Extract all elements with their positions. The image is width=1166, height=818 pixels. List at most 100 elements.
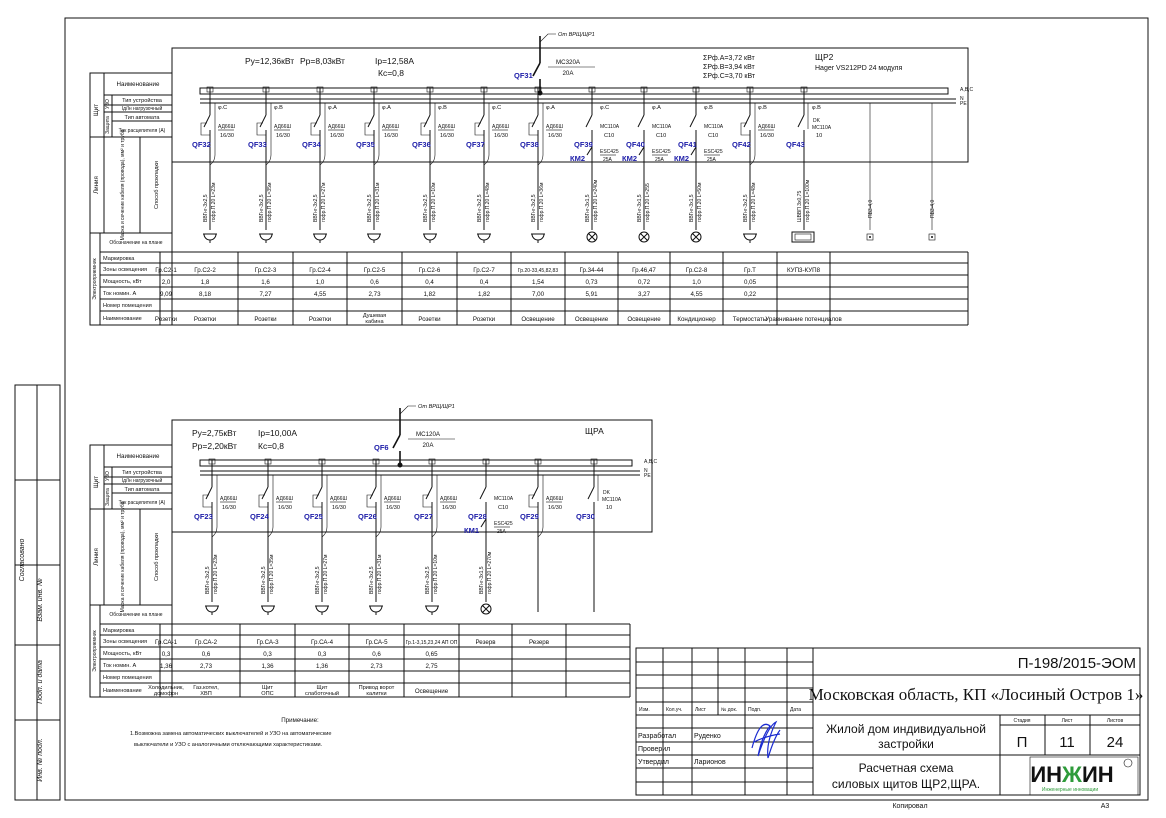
phase-b-sum: ΣРф.В=3,94 кВт [703, 64, 756, 71]
breaker-contact-icon [531, 486, 539, 500]
breaker-id: QF23 [194, 512, 213, 521]
breaker-id: QF40 [626, 140, 645, 149]
power-cell-shra: 0,65 [425, 651, 438, 658]
current-cell-shra: 2,73 [200, 663, 213, 670]
breaker-rating: 16/30 [548, 133, 562, 139]
breaker-rating: 16/30 [442, 505, 456, 511]
current-cell-shr2: 1,82 [478, 291, 491, 298]
paper-format: А3 [1101, 803, 1110, 810]
contactor-id: КМ1 [464, 526, 479, 535]
breaker-id: QF37 [466, 140, 485, 149]
receiver-name-cell: калитки [366, 691, 386, 697]
phase-label: φ.С [492, 105, 501, 111]
phase-label: φ.А [328, 105, 337, 111]
receiver-name-cell: Щит [262, 685, 273, 691]
main-breaker-rating: 20А [562, 70, 574, 77]
cable-label: ВВГнг-3х2,5 [313, 194, 319, 222]
power-cell-shr2: 0,4 [480, 279, 489, 286]
main-breaker-rating: 20А [422, 442, 434, 449]
cable-label: ВВГнг-3х2,5 [261, 566, 267, 594]
power-cell-shra: 0,6 [202, 651, 211, 658]
breaker-rating: 16/30 [332, 505, 346, 511]
receiver-name-cell: Розетки [155, 316, 178, 323]
phase-label: φ.В [812, 105, 821, 111]
receiver-name-cell: Душевая [363, 313, 386, 319]
lbl-plan-mark: Обозначение на плане [109, 240, 162, 246]
breaker-model: АД66Ш [218, 124, 235, 130]
bus-tap [800, 86, 808, 93]
breaker-model: АД66Ш [276, 496, 293, 502]
breaker-rating: 16/30 [386, 505, 400, 511]
power-cell-shr2: 2,0 [162, 279, 171, 286]
lbl-rated-current: Iд/Iн нагрузочный [122, 477, 163, 484]
zone-cell-shr2: Гр.С2-6 [419, 267, 441, 274]
tb-role: Утвердил [638, 759, 669, 766]
lbl-plan-mark: Обозначение на плане [109, 612, 162, 618]
breaker-contact-icon [743, 114, 751, 128]
current-calculated: Iр=10,00А [258, 428, 297, 438]
receiver-name-cell: кабина [365, 319, 384, 325]
breaker-contact-icon [367, 114, 375, 128]
panel-name: ЩР2 [815, 52, 834, 62]
breaker-contact-icon [637, 114, 645, 128]
zone-cell-shr2: Гр.С2-8 [686, 267, 708, 274]
feed-source-label: От ВРЩ/ЩР1 [558, 32, 595, 38]
rcd-trip-icon [202, 494, 212, 508]
receiver-name-cell: домофон [154, 691, 178, 697]
breaker-contact-icon [259, 114, 267, 128]
contactor-model: ESC425 [704, 149, 723, 155]
bus-tap [746, 86, 754, 93]
zone-cell-shr2: Гр.46,47 [632, 267, 656, 274]
receiver-name-cell: Розетки [418, 316, 441, 323]
receiver-name-cell: Розетки [473, 316, 496, 323]
group-protection: Защита [105, 488, 111, 506]
breaker-prefix: DK [813, 118, 821, 124]
lbl-name: Наименование [117, 453, 160, 460]
object-name-1: Жилой дом индивидуальной [826, 722, 986, 736]
receiver-name-cell: Холодильник, [148, 685, 184, 691]
tbl-label-power: Мощность, кВт [103, 651, 142, 657]
lamp-icon [690, 231, 702, 243]
current-cell-shr2: 5,91 [585, 291, 598, 298]
cable-label: ШВВП 3х0,75 [797, 191, 803, 222]
tb-col-header: Дата [790, 707, 801, 713]
lbl-trip-current: Ток расцепителя (А) [119, 128, 166, 134]
breaker-contact-icon [585, 114, 593, 128]
rcd-trip-icon [528, 122, 538, 136]
power-cell-shra: 0,6 [372, 651, 381, 658]
receiver-name-cell: Освещение [575, 316, 609, 323]
breaker-model: МС110А [704, 124, 724, 130]
breaker-model: МС110А [602, 497, 622, 503]
bus-label-n: N [644, 468, 648, 474]
company-logo-subtitle: Инженерные инновации [1042, 787, 1098, 793]
current-cell-shr2: 8,18 [199, 291, 212, 298]
zone-cell-shr2: КУП3-КУП8 [787, 267, 821, 274]
contactor-id: КМ2 [570, 154, 585, 163]
power-cell-shra: 0,3 [263, 651, 272, 658]
pe-dot-icon [931, 236, 933, 238]
socket-icon [259, 233, 273, 243]
breaker-model: АД66Ш [220, 496, 237, 502]
cable-route-label: гофр.П.20 L=23м [213, 554, 219, 594]
bus-tap [534, 458, 542, 465]
breaker-contact-icon [313, 114, 321, 128]
notes-line-2: выключатели и УЗО с аналогичными отключа… [134, 742, 323, 748]
contactor-contact-icon [586, 146, 593, 156]
bus-tap [534, 86, 542, 93]
socket-icon [477, 233, 491, 243]
breaker-rating: 16/30 [276, 133, 290, 139]
bus-tap [482, 458, 490, 465]
bus-tap [590, 458, 598, 465]
power-calculated: Рр=2,20кВт [192, 441, 237, 451]
current-cell-shr2: 4,55 [690, 291, 703, 298]
contactor-contact-icon [690, 146, 697, 156]
receiver-name-cell: Газ.котел, [193, 685, 219, 691]
notes-line-1: 1.Возможна замена автоматических выключа… [130, 730, 332, 737]
contactor-id: КМ2 [622, 154, 637, 163]
breaker-rating: 16/30 [440, 133, 454, 139]
cable-label: ВВГнг-3х2,5 [315, 566, 321, 594]
power-cell-shra: 0,3 [318, 651, 327, 658]
group-line: Линия [93, 176, 100, 194]
lamp-cross-icon [588, 233, 596, 241]
rcd-sensor-icon [483, 103, 490, 166]
